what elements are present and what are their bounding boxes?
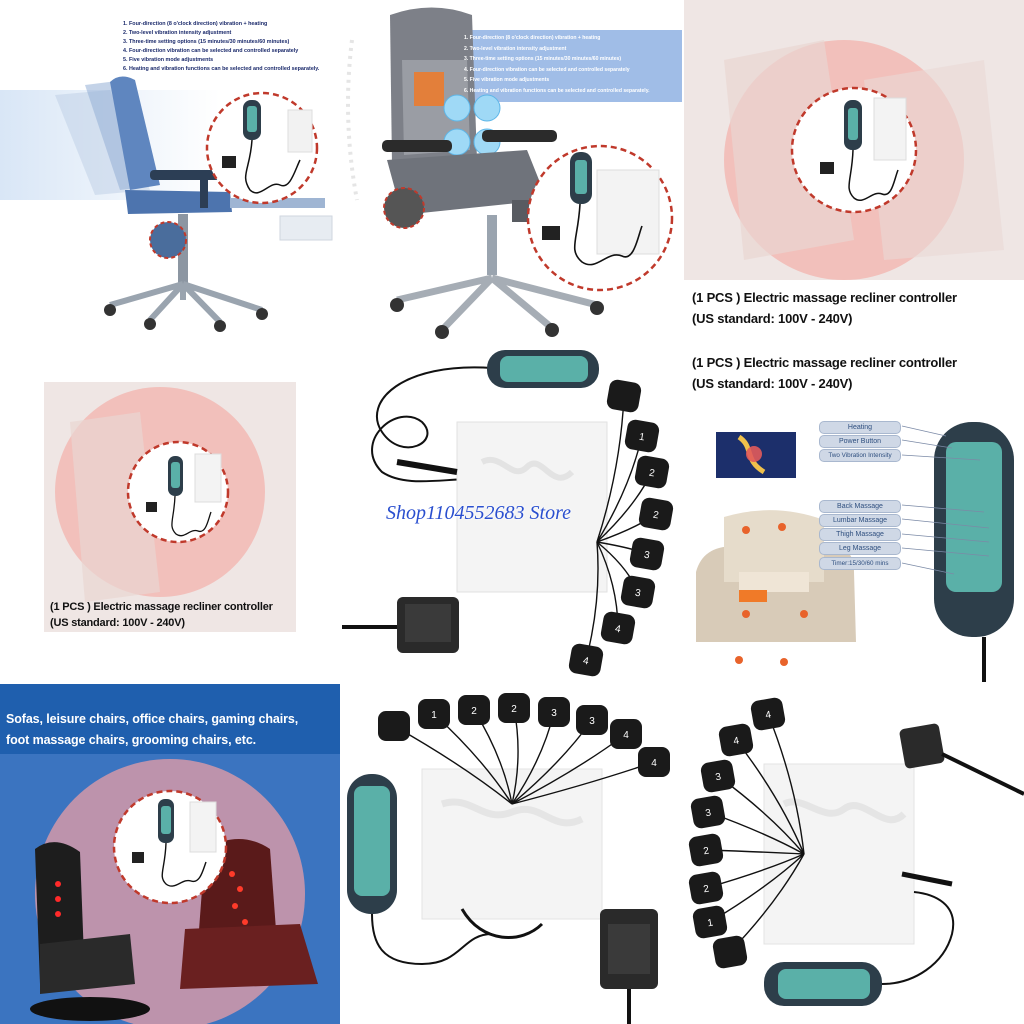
- motor-number: 3: [634, 588, 642, 600]
- vibration-motor: 2: [688, 871, 724, 905]
- feature-item: 5. Five vibration mode adjustments: [123, 57, 214, 63]
- vibration-motor: 2: [688, 833, 724, 867]
- product-photo-office-chair-grey[interactable]: 1. Four-direction (8 o'clock direction) …: [342, 0, 682, 340]
- vibration-motor: 3: [620, 575, 656, 609]
- caption-title: (1 PCS ) Electric massage recliner contr…: [50, 601, 273, 613]
- controller-label-thigh-massage: Thigh Massage: [819, 528, 901, 541]
- controller-label-lumbar-massage: Lumbar Massage: [819, 514, 901, 527]
- motor-number: 3: [589, 716, 595, 727]
- feature-item: 3. Three-time setting options (15 minute…: [123, 39, 290, 45]
- massage-chair-background: [684, 0, 1024, 340]
- feature-item: 2. Two-level vibration intensity adjustm…: [123, 30, 232, 36]
- motor-number: 1: [707, 918, 715, 930]
- motor-number: 3: [705, 808, 713, 820]
- vibration-motor: 2: [638, 497, 674, 531]
- caption-title: (1 PCS ) Electric massage recliner contr…: [692, 290, 957, 305]
- motor-number: 2: [703, 846, 711, 858]
- product-caption: (1 PCS ) Electric massage recliner contr…: [692, 287, 957, 329]
- motor-number: 1: [431, 710, 437, 721]
- product-photo-kit-layout[interactable]: 1 2 2 3 3 4 4 Shop1104552683 Store: [342, 342, 682, 682]
- feature-item: 3. Three-time setting options (15 minute…: [464, 56, 622, 62]
- massage-kit-arc-illustration: 1 2 2 3 3 4 4: [342, 684, 682, 1024]
- vibration-motor: 4: [718, 723, 754, 757]
- massage-chair-background-small: [0, 342, 340, 682]
- vibration-motor: 3: [576, 705, 608, 735]
- product-caption: (1 PCS ) Electric massage recliner contr…: [692, 352, 957, 394]
- store-watermark: Shop1104552683 Store: [386, 502, 571, 524]
- caption-spec: (US standard: 100V - 240V): [50, 617, 185, 629]
- vibration-motor: 4: [568, 643, 604, 677]
- vibration-motor: 2: [458, 695, 490, 725]
- motor-number: 4: [582, 656, 590, 668]
- vibration-motor: 3: [690, 795, 726, 829]
- vibration-motor: 4: [750, 697, 786, 731]
- controller-label-power-button: Power Button: [819, 435, 901, 448]
- massage-kit-column-illustration: 4 4 3 3 2 2 1: [684, 684, 1024, 1024]
- feature-item: 1. Four-direction (8 o'clock direction) …: [464, 35, 601, 41]
- controller-label-two-vibration-intensity: Two Vibration Intensity: [819, 449, 901, 462]
- vibration-motor: 4: [610, 719, 642, 749]
- motor-number: 4: [623, 730, 629, 741]
- vibration-motor: 1: [624, 419, 660, 453]
- product-photo-controller-small[interactable]: (1 PCS ) Electric massage recliner contr…: [0, 342, 340, 682]
- motor-number: 1: [638, 432, 646, 444]
- motor-number: 4: [614, 624, 622, 636]
- application-text: Sofas, leisure chairs, office chairs, ga…: [6, 709, 298, 751]
- application-illustration: [0, 684, 340, 1024]
- application-scenarios[interactable]: Sofas, leisure chairs, office chairs, ga…: [0, 684, 340, 1024]
- application-line-1: Sofas, leisure chairs, office chairs, ga…: [6, 712, 299, 726]
- product-photo-kit-arc[interactable]: 1 2 2 3 3 4 4: [342, 684, 682, 1024]
- feature-item: 4. Four-direction vibration can be selec…: [464, 66, 630, 73]
- motor-number: 4: [765, 710, 773, 722]
- vibration-motor: 4: [600, 611, 636, 645]
- vibration-motor: 4: [638, 747, 670, 777]
- feature-item: 1. Four-direction (8 o'clock direction) …: [123, 21, 268, 27]
- product-photo-office-chair-blue[interactable]: 1. Four-direction (8 o'clock direction) …: [0, 0, 340, 340]
- feature-item: 6. Heating and vibration functions can b…: [123, 66, 320, 72]
- motor-number: 4: [651, 758, 657, 769]
- motor-number: 3: [551, 708, 557, 719]
- controller-label-leg-massage: Leg Massage: [819, 542, 901, 555]
- vibration-motor: [606, 379, 642, 413]
- vibration-motor: 1: [418, 699, 450, 729]
- motor-number: 2: [703, 884, 711, 896]
- application-line-2: foot massage chairs, grooming chairs, et…: [6, 733, 257, 747]
- vibration-motor: [378, 711, 410, 741]
- motor-cable: [596, 395, 625, 543]
- product-photo-controller-inset[interactable]: (1 PCS ) Electric massage recliner contr…: [684, 0, 1024, 340]
- feature-item: 2. Two-level vibration intensity adjustm…: [464, 45, 567, 52]
- controller-label-heating: Heating: [819, 421, 901, 434]
- motor-number: 3: [715, 772, 723, 784]
- controller-label-timer: Timer:15/30/60 mins: [819, 557, 901, 570]
- vibration-motor: 3: [700, 759, 736, 793]
- motor-number: 4: [733, 736, 741, 748]
- vibration-motor: 1: [692, 905, 728, 939]
- vibration-motor: 3: [538, 697, 570, 727]
- vibration-motor: 3: [629, 537, 665, 571]
- motor-cable: [767, 713, 805, 855]
- office-chair-grey-illustration: [342, 0, 682, 340]
- vibration-motor: 2: [634, 455, 670, 489]
- feature-list: 1. Four-direction (8 o'clock direction) …: [464, 33, 650, 96]
- motor-number: 2: [648, 468, 656, 480]
- massage-kit-illustration: 1 2 2 3 3 4 4: [342, 342, 682, 682]
- feature-item: 4. Four-direction vibration can be selec…: [123, 48, 299, 54]
- controller-function-diagram[interactable]: (1 PCS ) Electric massage recliner contr…: [684, 342, 1024, 682]
- caption-title: (1 PCS ) Electric massage recliner contr…: [692, 355, 957, 370]
- caption-spec: (US standard: 100V - 240V): [692, 376, 853, 391]
- feature-item: 6. Heating and vibration functions can b…: [464, 87, 650, 94]
- vibration-motor: [712, 935, 748, 969]
- feature-item: 5. Five vibration mode adjustments: [464, 77, 550, 83]
- motor-number: 3: [643, 550, 651, 562]
- office-chair-blue-illustration: [0, 0, 340, 340]
- caption-spec: (US standard: 100V - 240V): [692, 311, 853, 326]
- motor-number: 2: [652, 510, 660, 522]
- vibration-motor: 2: [498, 693, 530, 723]
- product-photo-kit-column[interactable]: 4 4 3 3 2 2 1: [684, 684, 1024, 1024]
- motor-number: 2: [511, 704, 517, 715]
- product-caption: (1 PCS ) Electric massage recliner contr…: [50, 599, 273, 631]
- controller-label-back-massage: Back Massage: [819, 500, 901, 513]
- motor-number: 2: [471, 706, 477, 717]
- feature-list: 1. Four-direction (8 o'clock direction) …: [123, 20, 319, 74]
